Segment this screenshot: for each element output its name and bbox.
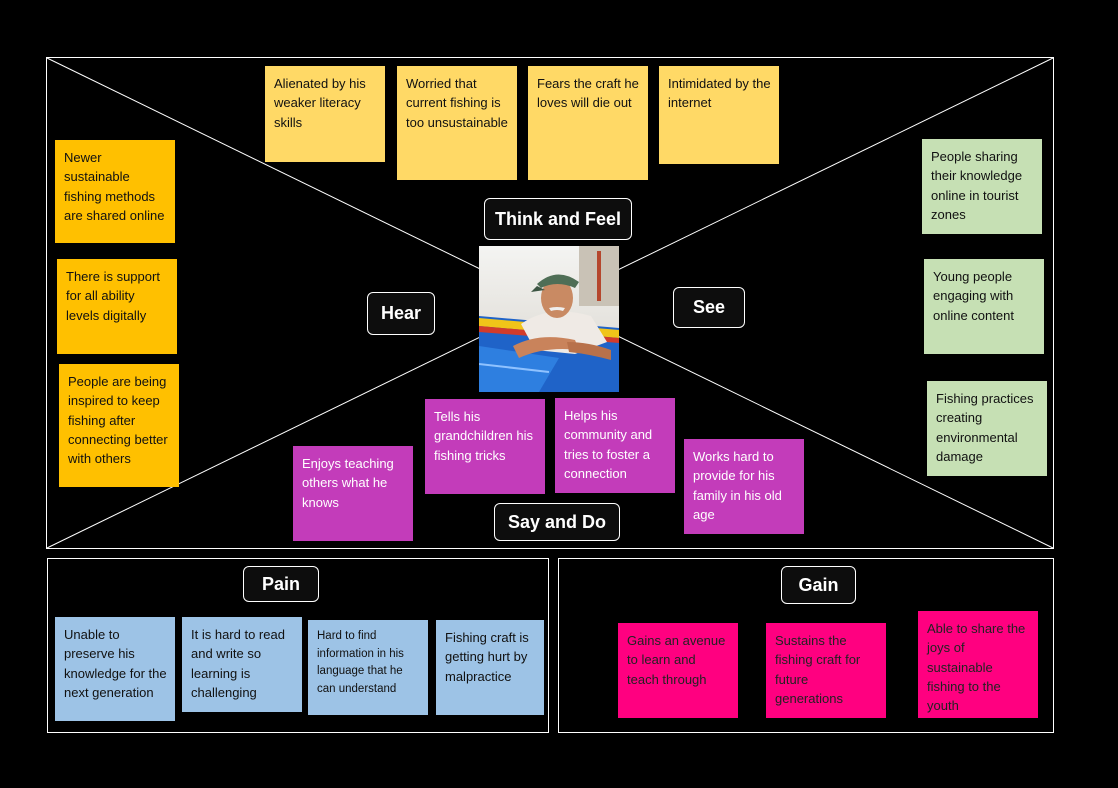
sticky-note-think-feel: Worried that current fishing is too unsu…	[397, 66, 517, 180]
think-and-feel-label: Think and Feel	[484, 198, 632, 240]
sticky-note-pain: Unable to preserve his knowledge for the…	[55, 617, 175, 721]
sticky-note-hear: Newer sustainable fishing methods are sh…	[55, 140, 175, 243]
fisherman-photo	[479, 246, 619, 392]
sticky-note-see: Young people engaging with online conten…	[924, 259, 1044, 354]
sticky-note-pain: Hard to find information in his language…	[308, 620, 428, 715]
sticky-note-say-do: Enjoys teaching others what he knows	[293, 446, 413, 541]
pain-frame	[47, 558, 549, 733]
sticky-note-pain: It is hard to read and write so learning…	[182, 617, 302, 712]
sticky-note-think-feel: Alienated by his weaker literacy skills	[265, 66, 385, 162]
sticky-note-think-feel: Intimidated by the internet	[659, 66, 779, 164]
sticky-note-say-do: Helps his community and tries to foster …	[555, 398, 675, 493]
sticky-note-say-do: Tells his grandchildren his fishing tric…	[425, 399, 545, 494]
sticky-note-gain: Sustains the fishing craft for future ge…	[766, 623, 886, 718]
sticky-note-pain: Fishing craft is getting hurt by malprac…	[436, 620, 544, 715]
pain-label: Pain	[243, 566, 319, 602]
sticky-note-gain: Able to share the joys of sustainable fi…	[918, 611, 1038, 718]
see-label: See	[673, 287, 745, 328]
gain-frame	[558, 558, 1054, 733]
sticky-note-see: People sharing their knowledge online in…	[922, 139, 1042, 234]
sticky-note-say-do: Works hard to provide for his family in …	[684, 439, 804, 534]
gain-label: Gain	[781, 566, 856, 604]
sticky-note-see: Fishing practices creating environmental…	[927, 381, 1047, 476]
say-and-do-label: Say and Do	[494, 503, 620, 541]
empathy-map-frame	[46, 57, 1054, 549]
sticky-note-hear: People are being inspired to keep fishin…	[59, 364, 179, 487]
sticky-note-gain: Gains an avenue to learn and teach throu…	[618, 623, 738, 718]
sticky-note-hear: There is support for all ability levels …	[57, 259, 177, 354]
hear-label: Hear	[367, 292, 435, 335]
sticky-note-think-feel: Fears the craft he loves will die out	[528, 66, 648, 180]
